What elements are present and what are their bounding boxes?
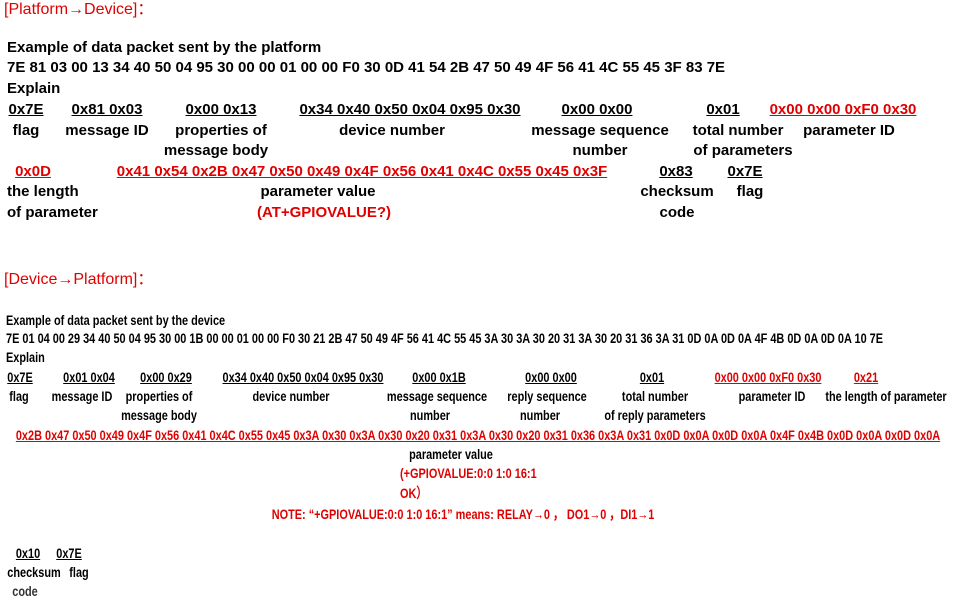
explain-label: Explain [6,349,45,365]
field-hex: 0x00 0x00 [525,369,577,385]
field-hex: 0x00 0x13 [185,101,257,118]
section-title: [Platform→Device]： [4,1,154,18]
field-hex: 0x00 0x1B [412,369,466,385]
field-desc: parameter value [409,446,493,462]
field-desc: parameter value [260,183,376,200]
field-desc: message sequence [386,388,488,404]
field-desc: device number [339,122,445,139]
field-desc: parameter ID [803,122,895,139]
field-desc: flag [736,183,764,200]
section-title: [Device→Platform]： [4,271,154,288]
field-desc: checksum [640,183,714,200]
field-hex: 0x00 0x00 0xF0 0x30 [714,369,822,385]
field-desc: device number [252,388,330,404]
field-desc: the length [7,183,79,200]
field-desc: of parameter [7,204,98,221]
field-hex: 0x2B 0x47 0x50 0x49 0x4F 0x56 0x41 0x4C … [15,427,941,443]
field-hex: 0x7E [56,545,82,561]
field-desc: of parameters [693,142,793,159]
field-desc: of reply parameters [604,407,706,423]
field-hex: 0x34 0x40 0x50 0x04 0x95 0x30 [222,369,384,385]
field-hex: 0x81 0x03 [71,101,143,118]
field-hex: 0x0D [15,163,51,180]
field-desc: flag [69,564,89,580]
field-desc: message ID [51,388,113,404]
field-desc: number [572,142,628,159]
hex-packet: 7E 81 03 00 13 34 40 50 04 95 30 00 00 0… [7,59,726,76]
field-hex: 0x01 [706,101,740,118]
note: NOTE: “+GPIOVALUE:0:0 1:0 16:1” means: R… [271,506,655,522]
field-desc: properties of [125,388,193,404]
field-desc: (AT+GPIOVALUE?) [256,204,392,221]
field-desc: message ID [65,122,149,139]
field-hex: 0x00 0x29 [140,369,192,385]
example-label: Example of data packet sent by the devic… [6,312,226,328]
field-hex: 0x00 0x00 0xF0 0x30 [769,101,917,118]
explain-label: Explain [7,80,61,97]
field-desc: checksum [7,564,61,580]
field-desc: flag [9,388,29,404]
field-hex: 0x7E [7,369,33,385]
field-desc: code [12,583,38,599]
field-hex: 0x10 [15,545,41,561]
field-desc: total number [621,388,689,404]
field-desc: message body [121,407,197,423]
field-desc: properties of [175,122,267,139]
field-hex: 0x01 0x04 [63,369,115,385]
field-desc: code [659,204,695,221]
field-desc: message body [163,142,269,159]
field-desc: the length of parameter [825,388,947,404]
field-hex: 0x21 [853,369,879,385]
field-desc: number [519,407,561,423]
field-desc: message sequence [531,122,669,139]
field-hex: 0x34 0x40 0x50 0x04 0x95 0x30 [299,101,521,118]
field-hex: 0x7E [727,163,763,180]
field-desc: parameter ID [738,388,806,404]
hex-packet: 7E 01 04 00 29 34 40 50 04 95 30 00 1B 0… [6,330,884,346]
field-hex: 0x83 [659,163,693,180]
field-hex: 0x01 [639,369,665,385]
field-hex: 0x00 0x00 [561,101,633,118]
field-desc: reply sequence [507,388,587,404]
example-label: Example of data packet sent by the platf… [7,39,322,56]
field-desc: total number [692,122,784,139]
field-hex: 0x7E [8,101,44,118]
field-desc: flag [12,122,40,139]
field-desc: OK） [400,485,428,501]
field-desc: number [409,407,451,423]
field-desc: (+GPIOVALUE:0:0 1:0 16:1 [400,465,537,481]
field-hex: 0x41 0x54 0x2B 0x47 0x50 0x49 0x4F 0x56 … [116,163,608,180]
